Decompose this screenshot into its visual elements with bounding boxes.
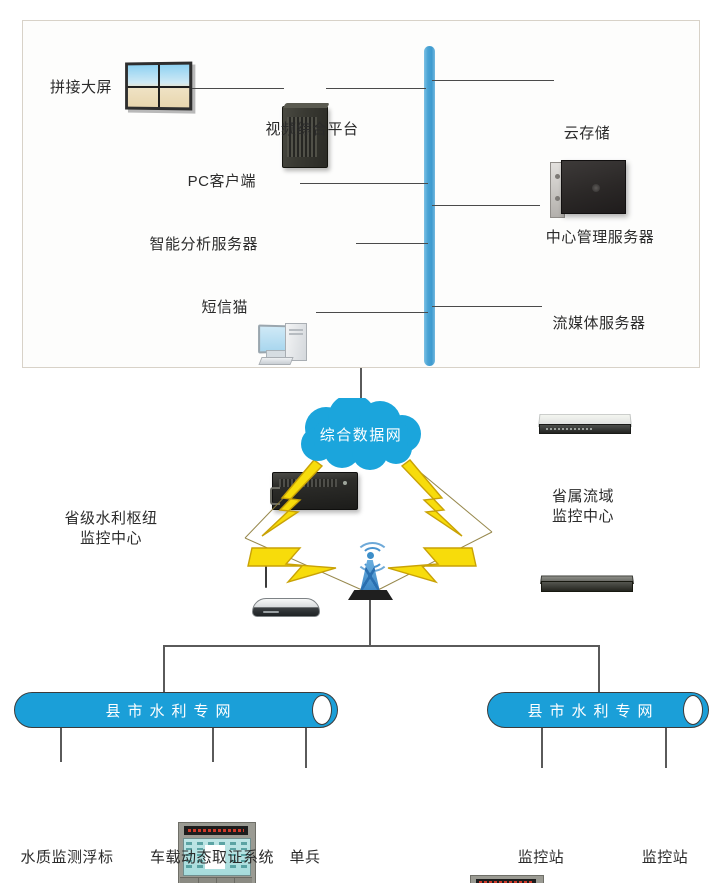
data-network-cloud: 综合数据网 <box>292 398 430 470</box>
storage-chassis-icon <box>550 160 626 218</box>
county-net-bar-right: 县市水利专网 <box>487 692 709 728</box>
rack-server-icon <box>538 412 632 434</box>
monitor-center-icon-left <box>178 822 256 883</box>
station-2-label: 监控站 <box>641 849 689 866</box>
cloud-label: 综合数据网 <box>319 427 403 444</box>
link-bar-buoy <box>60 728 62 762</box>
basin-center-label: 省属流域 监控中心 <box>552 488 615 526</box>
link-bar-station1 <box>541 728 543 768</box>
provincial-hub-label: 省级水利枢纽 监控中心 <box>64 510 158 548</box>
link-videowall-platform <box>192 88 284 89</box>
radio-tower-icon <box>344 542 396 608</box>
link-bar-truck <box>212 728 214 762</box>
link-modem-bus <box>316 312 428 313</box>
video-wall-label: 拼接大屏 <box>49 79 112 96</box>
cloud-storage-label: 云存储 <box>563 125 611 142</box>
county-net-right-label: 县市水利专网 <box>527 702 660 720</box>
lightning-bolt-1 <box>261 459 324 537</box>
link-bar-handheld <box>305 728 307 768</box>
rack-server-slim-icon <box>540 574 634 592</box>
buoy-label: 水质监测浮标 <box>20 849 114 866</box>
link-bus-cloudstorage <box>432 80 554 81</box>
truck-label: 车载动态取证系统 <box>149 849 274 866</box>
modem-icon <box>252 566 320 618</box>
county-net-left-label: 县市水利专网 <box>105 702 238 720</box>
desktop-pc-icon <box>258 321 314 371</box>
mgmt-server-label: 中心管理服务器 <box>545 229 655 246</box>
link-bus-streamserver <box>432 306 542 307</box>
video-platform-label: 视频综合平台 <box>265 121 359 138</box>
video-wall-icon <box>125 61 193 111</box>
link-tree-left <box>163 645 165 693</box>
link-pcclient-bus <box>300 183 428 184</box>
analysis-server-label: 智能分析服务器 <box>149 236 258 253</box>
link-analysis-bus <box>356 243 428 244</box>
lightning-bolt-2 <box>400 459 463 537</box>
sms-modem-label: 短信猫 <box>201 299 248 316</box>
link-bus-mgmtserver <box>432 205 540 206</box>
link-bar-station2 <box>665 728 667 768</box>
wireless-links-layer <box>244 459 493 591</box>
county-net-bar-left: 县市水利专网 <box>14 692 338 728</box>
station-1-label: 监控站 <box>517 849 565 866</box>
tower-server-icon <box>282 103 330 168</box>
stream-server-label: 流媒体服务器 <box>552 315 646 332</box>
network-bus-bar <box>424 46 435 366</box>
link-tower-trunk <box>369 600 371 646</box>
link-tree-right <box>598 645 600 693</box>
monitor-center-icon-right <box>470 875 544 883</box>
handheld-label: 单兵 <box>289 849 321 866</box>
lightning-bolt-3 <box>247 547 337 584</box>
link-platform-bus <box>326 88 426 89</box>
tree-horizontal-bar <box>163 645 600 647</box>
link-panel-cloud <box>360 368 362 410</box>
lightning-bolt-4 <box>387 547 477 584</box>
pc-client-label: PC客户端 <box>187 173 256 190</box>
